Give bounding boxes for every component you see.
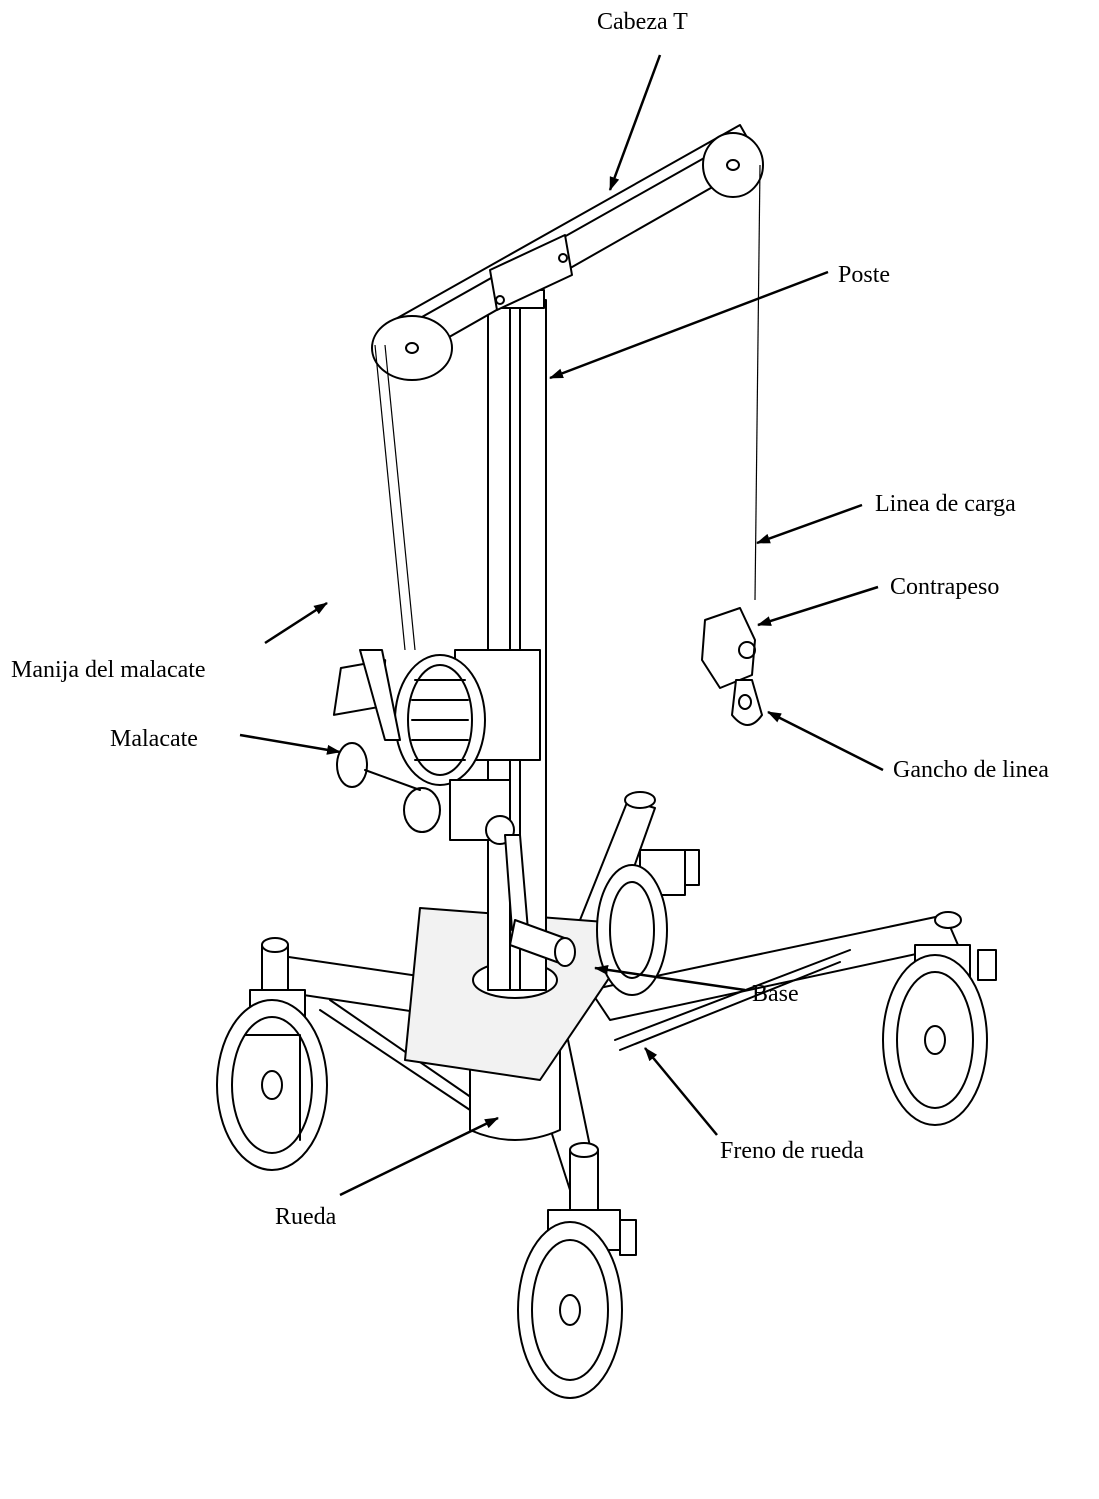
label-contrapeso: Contrapeso bbox=[890, 574, 1000, 600]
label-rueda: Rueda bbox=[275, 1204, 337, 1230]
label-base: Base bbox=[752, 981, 799, 1007]
leader-arrows bbox=[239, 54, 884, 1197]
arrow-gancho bbox=[767, 710, 884, 772]
arrow-freno bbox=[644, 1047, 718, 1136]
arrow-manija bbox=[264, 601, 328, 645]
arrow-base bbox=[594, 964, 746, 992]
arrow-malacate bbox=[239, 733, 341, 755]
wheel-back bbox=[596, 849, 700, 996]
arrow-linea-de-carga bbox=[756, 503, 863, 545]
counterweight-hook bbox=[701, 607, 763, 726]
cables bbox=[374, 164, 761, 651]
winch-handle bbox=[332, 649, 576, 967]
winch bbox=[336, 649, 541, 845]
label-cabeza-t: Cabeza T bbox=[597, 9, 688, 35]
arrow-cabeza-t bbox=[608, 54, 662, 191]
label-gancho-de-linea: Gancho de linea bbox=[893, 757, 1049, 783]
wheel-right bbox=[882, 944, 997, 1126]
label-malacate: Malacate bbox=[110, 726, 198, 752]
label-linea-de-carga: Linea de carga bbox=[875, 491, 1016, 517]
t-head bbox=[371, 124, 764, 381]
arrow-poste bbox=[549, 270, 829, 380]
wheel-left bbox=[216, 989, 328, 1171]
arrow-rueda bbox=[339, 1116, 499, 1197]
label-manija-del-malacate: Manija del malacate bbox=[11, 657, 206, 683]
arrow-contrapeso bbox=[757, 585, 879, 627]
wheel-front bbox=[517, 1209, 637, 1399]
label-freno-de-rueda: Freno de rueda bbox=[720, 1138, 864, 1164]
label-poste: Poste bbox=[838, 262, 891, 288]
